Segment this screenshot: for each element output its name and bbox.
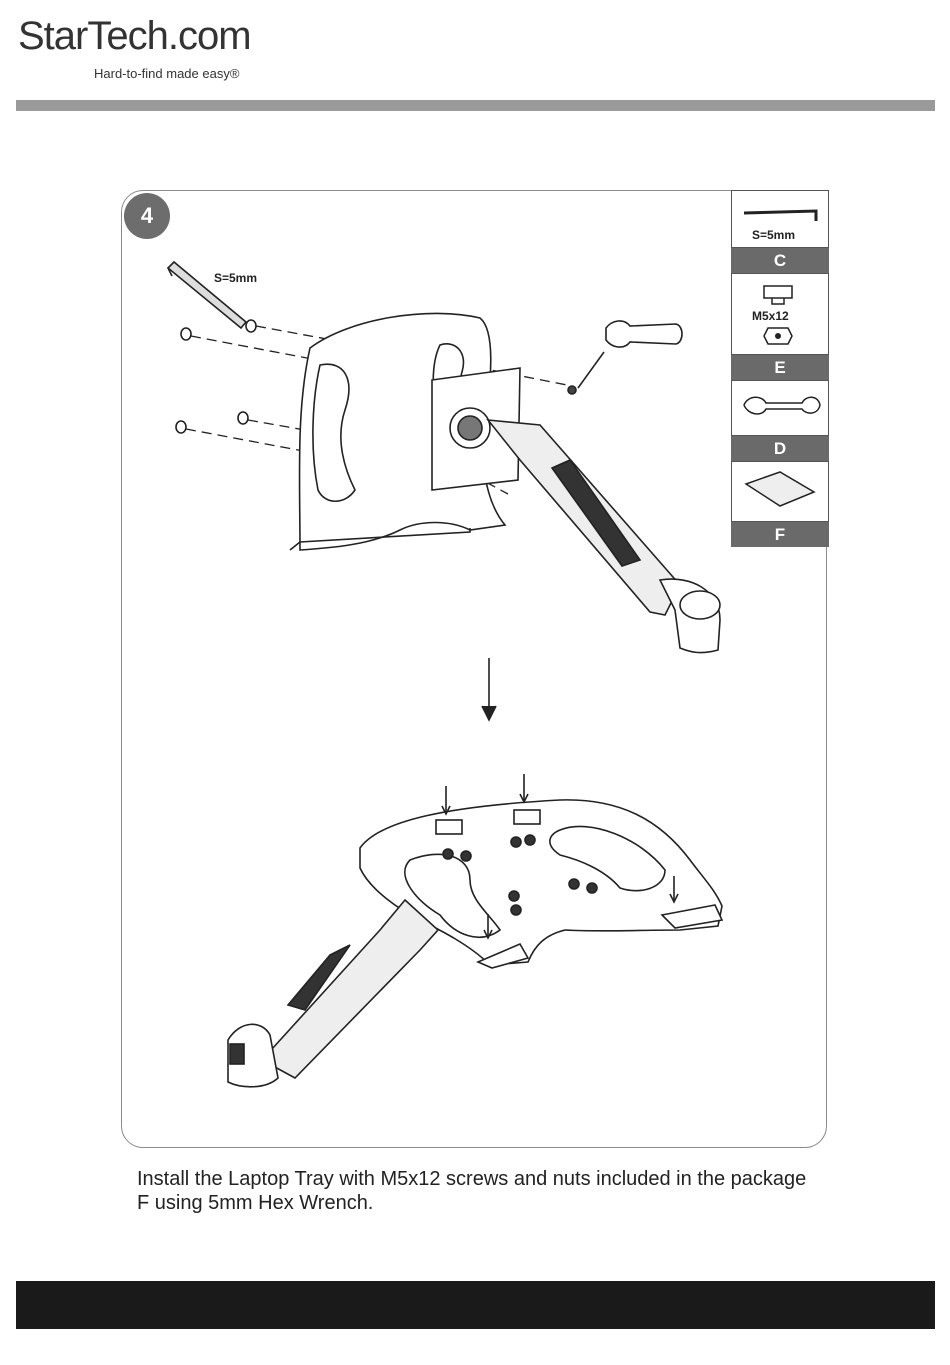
part-e-spec: M5x12 bbox=[752, 309, 789, 323]
down-arrow bbox=[482, 658, 496, 720]
part-f-box bbox=[731, 461, 829, 522]
part-e-label: E bbox=[731, 355, 829, 380]
screw-icon bbox=[764, 286, 792, 298]
part-f-label: F bbox=[731, 522, 829, 547]
part-e-box: M5x12 bbox=[731, 273, 829, 355]
part-c-spec: S=5mm bbox=[752, 228, 795, 242]
wrench-icon bbox=[568, 321, 682, 394]
part-d-label: D bbox=[731, 436, 829, 461]
monitor-arm bbox=[488, 420, 720, 653]
part-c-box: S=5mm bbox=[731, 190, 829, 248]
parts-list: S=5mm C M5x12 E D F bbox=[731, 190, 829, 547]
caption-line-2: F using 5mm Hex Wrench. bbox=[137, 1191, 847, 1215]
wrench-icon bbox=[744, 397, 820, 414]
footer-bar bbox=[16, 1281, 935, 1329]
hex-size-label: S=5mm bbox=[214, 271, 257, 285]
part-c-label: C bbox=[731, 248, 829, 273]
caption-line-1: Install the Laptop Tray with M5x12 screw… bbox=[137, 1167, 847, 1191]
hex-key-icon bbox=[744, 211, 816, 221]
screw-icon bbox=[176, 320, 256, 433]
monitor-arm-bottom bbox=[228, 900, 438, 1087]
instruction-caption: Install the Laptop Tray with M5x12 screw… bbox=[137, 1167, 847, 1215]
part-d-box bbox=[731, 380, 829, 436]
adhesive-pad-icon bbox=[746, 472, 814, 506]
